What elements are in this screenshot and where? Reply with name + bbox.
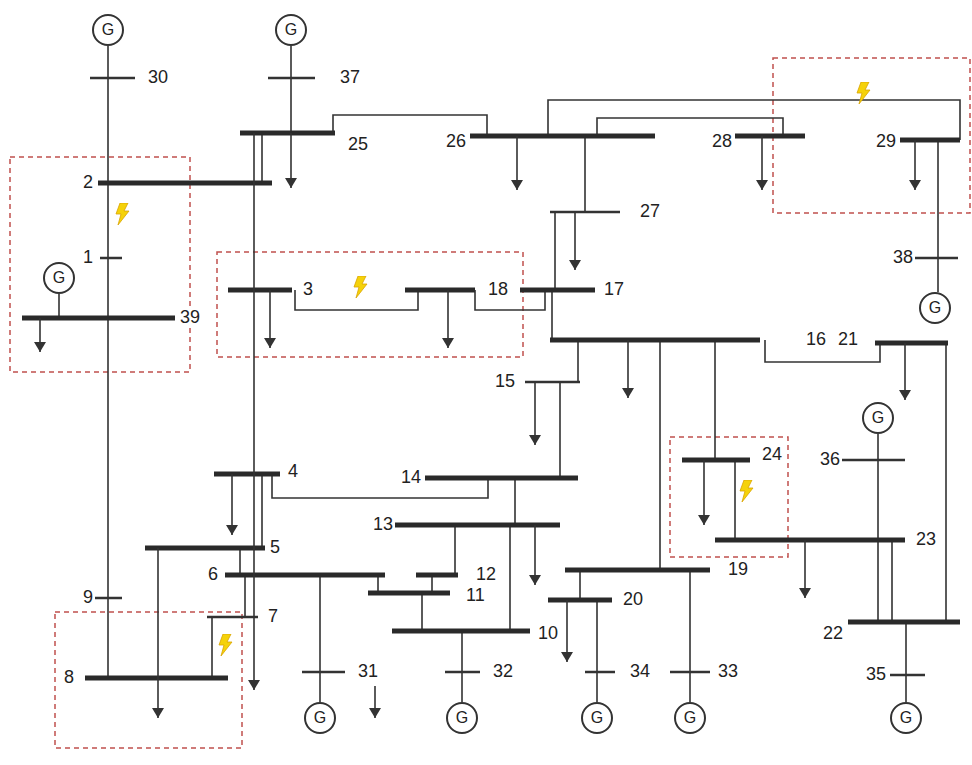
generator-circle: G <box>919 292 951 324</box>
bus-number: 39 <box>178 308 202 328</box>
load-arrow <box>703 460 705 525</box>
fault-bolt <box>354 276 367 298</box>
load-arrow <box>253 133 255 690</box>
bus-number: 14 <box>399 468 423 488</box>
generator-label: G <box>53 270 65 286</box>
bus-bars <box>22 133 960 678</box>
generator-label: G <box>900 710 912 726</box>
transmission-lines <box>59 46 960 702</box>
generator-label: G <box>102 22 114 38</box>
bus-number: 4 <box>286 462 300 482</box>
generator-label: G <box>929 300 941 316</box>
bus-number: 9 <box>81 588 95 608</box>
bus-number: 31 <box>356 662 380 682</box>
bus-number: 30 <box>146 68 170 88</box>
bus-number: 21 <box>836 330 860 350</box>
bus-number: 1 <box>81 248 95 268</box>
generator-label: G <box>285 22 297 38</box>
fault-bolt <box>116 203 129 225</box>
load-arrow <box>269 290 271 348</box>
load-arrow <box>627 340 629 398</box>
bus-ticks <box>90 78 958 675</box>
bus-number: 34 <box>628 662 652 682</box>
generator-circle: G <box>862 402 894 434</box>
load-arrow <box>804 540 806 598</box>
bus-number: 23 <box>914 530 938 550</box>
load-arrow <box>157 548 159 718</box>
bus-number: 36 <box>818 450 842 470</box>
bus-number: 15 <box>493 372 517 392</box>
generator-label: G <box>684 710 696 726</box>
fault-bolt <box>857 82 870 104</box>
bus-number: 29 <box>874 132 898 152</box>
generator-label: G <box>872 410 884 426</box>
bus-number: 19 <box>726 560 750 580</box>
load-arrow <box>290 133 292 188</box>
fault-bolt <box>219 634 232 656</box>
bus-number: 38 <box>891 248 915 268</box>
bus-number: 13 <box>371 515 395 535</box>
load-arrow <box>574 212 576 270</box>
bus-number: 12 <box>474 565 498 585</box>
generator-circle: G <box>275 14 307 46</box>
bus-number: 11 <box>464 586 487 606</box>
generator-circle: G <box>581 702 613 734</box>
load-arrow <box>534 525 536 585</box>
bus-number: 24 <box>760 445 784 465</box>
fault-zone <box>10 157 190 372</box>
bus-number: 33 <box>716 662 740 682</box>
load-arrow <box>516 136 518 190</box>
generator-label: G <box>591 710 603 726</box>
fault-bolt <box>740 480 753 502</box>
bus-number: 25 <box>346 135 370 155</box>
generator-circle: G <box>674 702 706 734</box>
generator-label: G <box>456 710 468 726</box>
generator-circle: G <box>92 14 124 46</box>
load-arrows <box>39 318 41 352</box>
bus-number: 3 <box>301 280 315 300</box>
load-arrow <box>374 686 376 718</box>
generator-label: G <box>314 710 326 726</box>
load-arrow <box>761 136 763 190</box>
bus-number: 28 <box>710 132 734 152</box>
bus-number: 16 <box>804 330 828 350</box>
bus-number: 8 <box>62 668 76 688</box>
bus-number: 18 <box>486 280 510 300</box>
bus-number: 6 <box>206 565 220 585</box>
load-arrow <box>566 600 568 662</box>
bus-number: 32 <box>491 662 515 682</box>
generator-circle: G <box>446 702 478 734</box>
bus-number: 2 <box>81 173 95 193</box>
bus-number: 22 <box>821 624 845 644</box>
load-arrow <box>231 474 233 535</box>
fault-zone <box>217 252 523 357</box>
fault-zones <box>10 58 970 748</box>
bus-number: 17 <box>602 280 626 300</box>
load-arrow <box>447 290 449 348</box>
load-arrow <box>904 343 906 400</box>
fault-bolts <box>116 82 870 656</box>
load-arrow <box>914 140 916 190</box>
generator-circle: G <box>43 262 75 294</box>
bus-number: 37 <box>338 68 362 88</box>
bus-number: 5 <box>268 538 282 558</box>
bus-number: 10 <box>536 624 560 644</box>
bus-number: 27 <box>638 202 662 222</box>
generator-circle: G <box>304 702 336 734</box>
generator-circle: G <box>890 702 922 734</box>
load-arrow <box>534 382 536 445</box>
bus-number: 7 <box>266 607 280 627</box>
bus-number: 35 <box>864 665 888 685</box>
bus-number: 26 <box>444 132 468 152</box>
bus-number: 20 <box>621 590 645 610</box>
